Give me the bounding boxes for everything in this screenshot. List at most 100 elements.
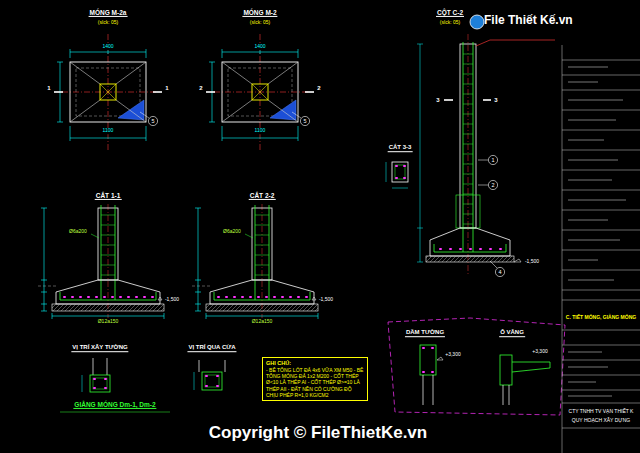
- footing-plan-part: [70, 138, 146, 139]
- node-heading: GHI CHÚ:: [266, 360, 364, 367]
- footing-plan-part: [153, 91, 162, 93]
- project-name: QUY HOẠCH XÂY DỰNG: [571, 418, 631, 424]
- sheet-title: C. TIẾT MÓNG, GIẰNG MÓNG: [565, 315, 637, 321]
- footing-section: [192, 204, 318, 319]
- column-elevation-part: [417, 44, 423, 262]
- footing-section-part: [206, 313, 318, 319]
- logo-box: File Thiết Kế.vn: [484, 13, 577, 28]
- canopy-detail-part: [423, 348, 433, 372]
- company-name: CTY TNHH TV VẠN THIẾT K: [568, 409, 635, 415]
- tie-beam-detail-part: [94, 379, 106, 388]
- canopy-detail-part: [388, 318, 565, 415]
- footing-plan-part: [54, 91, 63, 93]
- footing-plan-part: [100, 84, 116, 100]
- footing-section-part: [52, 304, 164, 311]
- footing-section-part: [52, 313, 164, 319]
- footing-section-part: [210, 280, 314, 304]
- column-elevation-part: [430, 228, 510, 256]
- footing-plan-part: [222, 126, 223, 141]
- section-mark: 1: [46, 85, 51, 92]
- tie-beam-detail-part: [199, 360, 200, 372]
- watermark: Copyright © FileThietKe.vn: [208, 424, 428, 443]
- tie-beam-detail-part: [205, 375, 219, 387]
- rebar-note: Ø6a200: [68, 229, 88, 235]
- footing-plan-part: [298, 49, 299, 58]
- canopy-detail-part: [420, 345, 436, 375]
- footing-section-part: [262, 204, 263, 318]
- tie-beam-detail-part: [194, 372, 195, 390]
- column-elevation-part: [483, 99, 491, 101]
- column-elevation-part: [478, 160, 488, 161]
- column-elevation-part: [488, 180, 497, 189]
- tie-beam-detail-part: [60, 412, 170, 413]
- column-elevation-part: [463, 42, 464, 252]
- column-elevation-part: [434, 244, 506, 252]
- column-elevation-part: [460, 44, 476, 228]
- node-body: - BÊ TÔNG LÓT ĐÁ 4x6 VỮA XM M50 - BÊ TÔN…: [266, 367, 364, 398]
- footing-plan-part: [108, 50, 109, 54]
- footing-plan-part: [116, 62, 146, 84]
- dimension: 1100: [102, 128, 115, 134]
- footing-section-part: [312, 297, 316, 300]
- column-elevation-part: [444, 99, 453, 101]
- canopy-detail-part: [433, 375, 434, 405]
- notes-box: GHI CHÚ:- BÊ TÔNG LÓT ĐÁ 4x6 VỮA XM M50 …: [262, 357, 368, 401]
- footing-section-part: [41, 208, 47, 311]
- footing-section-part: [218, 296, 307, 298]
- view-title: CẮT 2-2: [249, 192, 276, 200]
- section-mark: 2: [198, 85, 203, 92]
- callout-number: 4: [498, 269, 501, 275]
- section-mark: 2: [316, 85, 321, 92]
- footing-section-part: [91, 234, 99, 238]
- title-block: [562, 45, 640, 453]
- footing-plan-part: [116, 100, 146, 122]
- footing-section-part: [255, 205, 256, 300]
- dimension: 1400: [253, 44, 266, 50]
- canopy-detail-part: [503, 385, 504, 405]
- footing-plan-part: [118, 100, 144, 120]
- view-title: MÓNG M-2a: [89, 9, 128, 17]
- column-section-part: [392, 188, 408, 189]
- footing-plan-part: [214, 92, 310, 93]
- footing-plan: [54, 34, 162, 150]
- column-elevation: [417, 34, 555, 277]
- footing-plan-part: [222, 138, 298, 139]
- view-title: CỘT C-2: [436, 9, 464, 17]
- rebar-note: Ø12a150: [251, 319, 274, 325]
- canopy-detail-part: [437, 357, 443, 360]
- footing-plan-part: [298, 126, 299, 141]
- footing-plan-part: [305, 91, 314, 93]
- footing-plan-part: [228, 68, 292, 116]
- node-heading: File Thiết Kế.vn: [484, 13, 577, 28]
- footing-plan-part: [57, 122, 63, 123]
- footing-plan-part: [268, 100, 298, 122]
- tie-beam-detail-part: [225, 360, 226, 372]
- rebar-note: Ø6a200: [222, 229, 242, 235]
- scale-note: (slck: 05): [439, 20, 461, 26]
- footing-plan-part: [100, 84, 116, 100]
- tie-beam-detail-part: [107, 358, 108, 375]
- canopy-detail-part: [509, 385, 510, 405]
- footing-plan-part: [270, 100, 296, 120]
- column-elevation-part: [488, 155, 497, 164]
- footing-plan-part: [70, 100, 100, 122]
- footing-plan-part: [300, 116, 309, 125]
- logo-icon: [470, 15, 484, 29]
- tie-beam-detail-part: [90, 375, 110, 392]
- footing-plan-part: [70, 62, 100, 84]
- footing-plan-part: [148, 116, 157, 125]
- callout-number: 1: [491, 157, 494, 163]
- footing-section-part: [255, 215, 269, 275]
- tie-beam-detail-part: [93, 378, 107, 389]
- tie-beam-detail-part: [82, 375, 83, 392]
- title-block-part: [562, 60, 640, 428]
- footing-section-part: [60, 292, 156, 300]
- title-block-part: [568, 67, 626, 396]
- column-elevation-part: [456, 195, 480, 228]
- column-elevation-part: [420, 44, 421, 262]
- footing-section-part: [64, 296, 153, 298]
- view-title: MÓNG M-2: [242, 9, 277, 17]
- footing-section: [38, 204, 164, 319]
- elevation: +3,300: [531, 349, 548, 355]
- footing-section-part: [44, 208, 45, 311]
